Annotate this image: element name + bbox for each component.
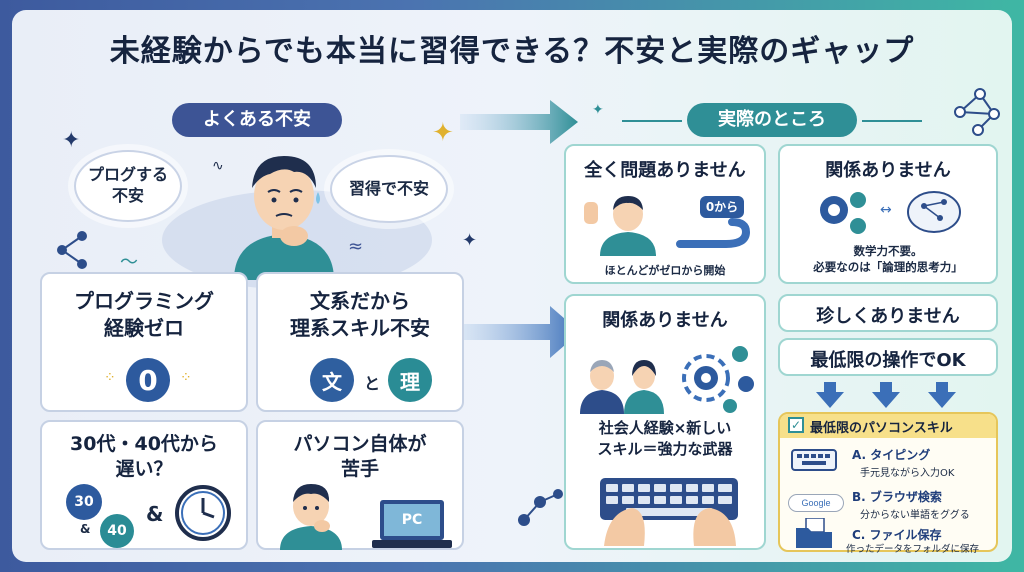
- page-title: 未経験からでも本当に習得できる？不安と実際のギャップ: [109, 34, 915, 69]
- arrow-down-icon: [936, 382, 948, 392]
- worry-card-age: 30代・40代から 遅い？ 30 & 40 &: [40, 420, 248, 550]
- worry-card-pc: パソコン自体が 苦手 PC: [256, 420, 464, 550]
- svg-text:↔: ↔: [880, 202, 892, 218]
- pc-skills-box: ✓ 最低限のパソコンスキル A. タイピング 手元見ながら入力OK Google…: [778, 412, 998, 555]
- zero-icon: 0: [126, 358, 170, 402]
- sparkle-icon: ✦: [462, 230, 478, 251]
- clock-icon: [175, 485, 231, 541]
- header-line: [622, 120, 682, 122]
- career-people-illustration: [580, 346, 754, 414]
- search-bar-logo: Google: [788, 494, 844, 512]
- card-caption: 数学力不要。 必要なのは「論理的思考力」: [813, 244, 963, 274]
- reality-card-math: 関係ありません ↔ 数学力不要。 必要なのは「論理的思考力」: [778, 144, 998, 284]
- sparkle-icon: ✦: [62, 128, 81, 153]
- path-icon: [676, 218, 751, 248]
- keyboard-icon: [791, 449, 837, 471]
- reality-card-zero-start: 全く問題ありません 0から ほとんどがゼロから開始: [564, 144, 766, 284]
- wave-icon: 〜: [120, 252, 138, 273]
- card-title: 珍しくありません: [816, 306, 960, 327]
- arrow-down-icon: [816, 392, 844, 408]
- card-title: 文系だから 理系スキル不安: [290, 289, 430, 340]
- humanities-icon: 文: [310, 358, 354, 402]
- worries-header: よくある不安: [172, 103, 342, 137]
- card-title: 関係ありません: [825, 160, 951, 181]
- skill-label: A. タイピング: [852, 448, 931, 462]
- skill-desc: 作ったデータをフォルダに保存: [846, 544, 980, 555]
- folder-icon: [796, 518, 832, 548]
- network-icon: [518, 489, 563, 526]
- burst-icon: ⁘: [180, 370, 192, 386]
- skill-label: B. ブラウザ検索: [852, 490, 942, 504]
- burst-icon: ⁘: [104, 370, 116, 386]
- arrow-right-icon: [460, 100, 578, 144]
- card-title: 全く問題ありません: [584, 160, 746, 181]
- network-icon: [954, 88, 1000, 136]
- confused-person-illustration: [280, 484, 342, 550]
- checkbox-icon: ✓: [788, 417, 804, 433]
- infographic-board: 未経験からでも本当に習得できる？不安と実際のギャップ ✦ ✦ ✦ ✦ よくある不…: [12, 10, 1012, 562]
- arrow-down-icon: [880, 382, 892, 392]
- typing-keyboard-illustration: [600, 478, 738, 546]
- header-line: [862, 120, 922, 122]
- joiner-text: と: [364, 374, 381, 393]
- card-title: 30代・40代から 遅い？: [70, 433, 218, 480]
- card-title: 関係ありません: [602, 310, 728, 331]
- ampersand-small: &: [80, 522, 91, 536]
- card-caption: 社会人経験×新しい スキル＝強力な武器: [597, 419, 733, 458]
- sparkle-icon: ✦: [592, 102, 604, 118]
- skills-title: 最低限のパソコンスキル: [810, 421, 953, 436]
- share-icon: [57, 231, 87, 269]
- reality-header: 実際のところ: [687, 103, 857, 137]
- skill-label: C. ファイル保存: [852, 528, 942, 542]
- sparkle-icon: ✦: [432, 118, 454, 148]
- zero-start-badge: 0から: [700, 196, 744, 218]
- reality-card-pc-ok: 最低限の操作でOK: [778, 338, 998, 376]
- pc-label: PC: [401, 512, 423, 528]
- age-40-badge: 40: [100, 514, 134, 548]
- card-title: 最低限の操作でOK: [810, 350, 966, 371]
- wave-icon: ≈: [348, 236, 364, 257]
- gears-and-brain-icon: ↔: [820, 191, 961, 234]
- worried-person-illustration: [234, 156, 334, 280]
- arrow-right-icon: [452, 306, 580, 358]
- skill-desc: 分からない単語をググる: [860, 510, 970, 521]
- skills-header-bar: [780, 414, 996, 438]
- reality-card-career: 関係ありません 社会人経験×新しい スキル＝強力な武器: [564, 294, 766, 550]
- card-title: プログラミング 経験ゼロ: [74, 289, 214, 340]
- reality-card-age: 珍しくありません: [778, 294, 998, 332]
- worry-mark-icon: ∿: [212, 158, 224, 174]
- person-raising-hand-illustration: [584, 196, 656, 256]
- arrow-down-icon: [824, 382, 836, 392]
- ampersand-large: &: [146, 502, 164, 526]
- arrow-down-icon: [872, 392, 900, 408]
- age-30-badge: 30: [66, 484, 102, 520]
- worry-cloud-blog: プログする 不安: [74, 150, 182, 222]
- arrow-down-icon: [928, 392, 956, 408]
- worry-card-humanities: 文系だから 理系スキル不安 文 と 理: [256, 272, 464, 412]
- laptop-icon: [372, 500, 452, 548]
- card-caption: ほとんどがゼロから開始: [604, 264, 726, 277]
- worry-cloud-learning: 習得で不安: [330, 155, 448, 223]
- card-title: パソコン自体が 苦手: [293, 433, 427, 480]
- science-icon: 理: [388, 358, 432, 402]
- worry-card-no-experience: プログラミング 経験ゼロ 0 ⁘ ⁘: [40, 272, 248, 412]
- skill-desc: 手元見ながら入力OK: [860, 468, 955, 479]
